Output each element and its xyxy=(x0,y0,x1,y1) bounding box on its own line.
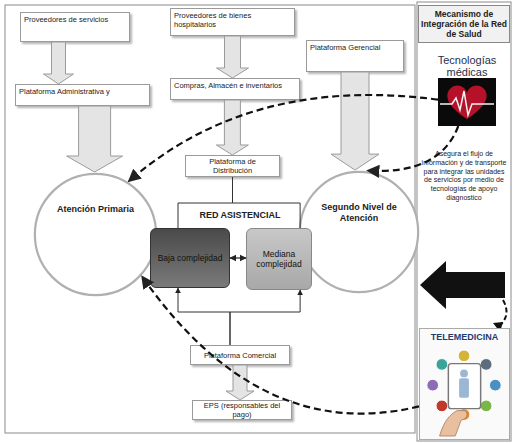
figure-body xyxy=(459,378,469,398)
main-frame xyxy=(5,5,415,433)
node-text: Baja complejidad xyxy=(158,253,223,263)
technology-image: Tecnologías médicas xyxy=(438,78,496,126)
block-arrow xyxy=(67,106,123,172)
bracket-line xyxy=(178,177,233,228)
payer-box: EPS (responsables del pago) xyxy=(192,400,292,420)
node-heading: Tecnologías médicas xyxy=(418,54,513,78)
hand-shape xyxy=(440,411,467,436)
double-arrow xyxy=(230,257,246,258)
node-text: Compras, Almacén e inventarios xyxy=(174,81,282,90)
service-icon xyxy=(436,400,448,412)
service-icon xyxy=(458,350,470,362)
service-icon xyxy=(436,359,448,371)
telemedicine-illustration xyxy=(420,345,509,439)
network-label: RED ASISTENCIAL xyxy=(180,210,300,220)
circle-shape xyxy=(35,174,156,295)
panel-header: Mecanismo de Integración de la Red de Sa… xyxy=(418,5,510,43)
block-arrow xyxy=(331,72,379,170)
figure-head xyxy=(460,370,468,378)
platform-box: Plataforma Gerencial xyxy=(306,40,404,72)
care-circle: Segundo Nivel de Atención xyxy=(298,170,420,294)
bracket-line xyxy=(230,290,300,345)
supplier-box: Proveedores de servicios xyxy=(20,12,130,42)
dashed-arrow xyxy=(129,95,438,182)
platform-box: Plataforma Comercial xyxy=(190,345,290,365)
dashed-arrow xyxy=(142,276,419,413)
platform-box: Plataforma de Distribución xyxy=(185,155,280,177)
block-arrow xyxy=(44,42,74,84)
note-text: Asegura el flujo de información y de tra… xyxy=(421,150,507,203)
supplier-box: Proveedores de bienes hospitalarios xyxy=(170,8,295,36)
node-text: Plataforma Comercial xyxy=(204,351,276,360)
image-background xyxy=(438,78,496,126)
node-text: Plataforma de Distribución xyxy=(189,157,276,175)
complexity-box: Baja complejidad xyxy=(150,228,230,288)
ecg-line xyxy=(440,91,494,115)
node-text: Atención Primaria xyxy=(57,204,134,215)
node-text: Plataforma Gerencial xyxy=(310,43,380,52)
complexity-box: Mediana complejidad xyxy=(246,228,312,290)
tablet-shape xyxy=(448,364,480,409)
circle-outline xyxy=(298,170,420,294)
service-icon xyxy=(480,400,492,412)
bracket-line xyxy=(233,177,301,228)
block-arrow xyxy=(226,365,254,400)
node-text: Segundo Nivel de Atención xyxy=(320,202,398,225)
service-icon xyxy=(480,359,492,371)
block-arrow xyxy=(217,36,249,78)
node-text: Mecanismo de Integración de la Red de Sa… xyxy=(421,9,507,40)
care-circle: Atención Primaria xyxy=(33,172,158,297)
node-text: Proveedores de bienes hospitalarios xyxy=(174,11,251,29)
process-box: Compras, Almacén e inventarios xyxy=(170,78,300,100)
heart-illustration xyxy=(438,78,496,126)
node-text: Mediana complejidad xyxy=(250,249,308,269)
platform-box: Plataforma Administrativa y xyxy=(15,84,150,106)
big-left-arrow xyxy=(420,261,505,309)
telemedicine-box: TELEMEDICINA xyxy=(419,328,510,440)
block-arrow xyxy=(216,100,248,155)
circle-shape xyxy=(300,172,418,292)
node-text: Proveedores de servicios xyxy=(24,15,108,24)
service-icon xyxy=(427,379,439,391)
bracket-line xyxy=(178,288,230,345)
service-icon xyxy=(489,379,501,391)
node-text: EPS (responsables del pago) xyxy=(196,401,288,419)
node-text: TELEMEDICINA xyxy=(431,332,499,342)
node-text: Plataforma Administrativa y xyxy=(19,87,110,96)
circle-outline xyxy=(33,172,158,297)
